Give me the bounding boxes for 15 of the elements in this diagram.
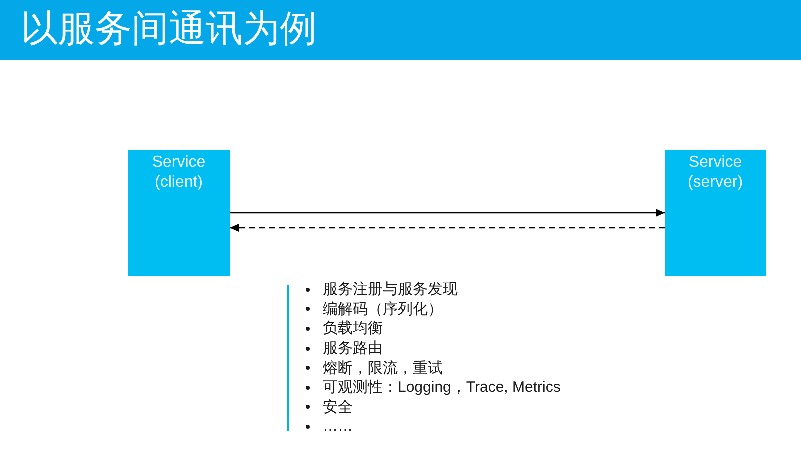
service-box	[128, 150, 230, 276]
list-item: ……	[323, 417, 353, 436]
list-item: 服务注册与服务发现	[323, 280, 458, 300]
list-item: 熔断，限流，重试	[323, 358, 443, 378]
list-item: 安全	[323, 398, 353, 417]
service-box	[665, 150, 766, 276]
slide-title: 以服务间通讯为例	[21, 7, 317, 51]
box-label: Service (client)	[151, 153, 207, 193]
box-label: Service (server)	[686, 153, 744, 193]
dashed-arrow	[230, 224, 665, 232]
arrow	[230, 209, 665, 217]
list-item: 服务路由	[323, 339, 383, 358]
list-item: 编解码（序列化）	[323, 300, 443, 319]
list-item: 负载均衡	[323, 319, 383, 338]
list-item: 可观测性：Logging，Trace, Metrics	[323, 378, 561, 398]
